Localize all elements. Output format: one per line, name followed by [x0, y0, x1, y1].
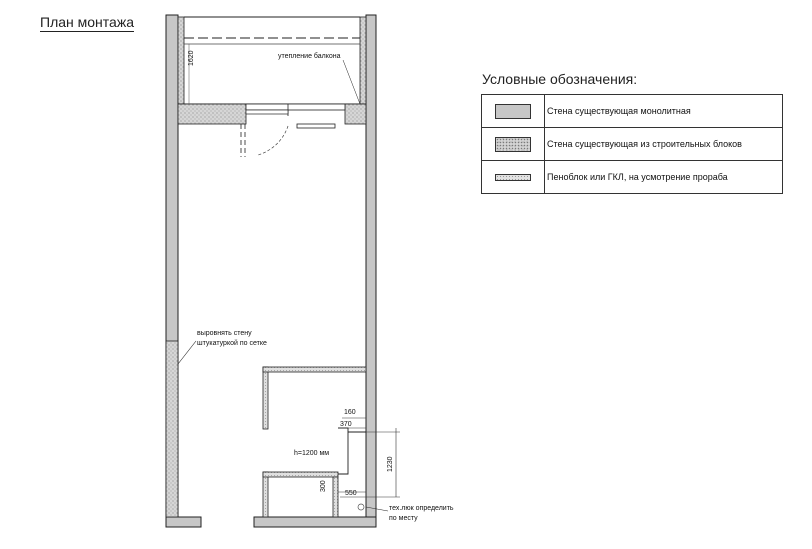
- note-level-wall-line1: выровнять стену: [197, 330, 252, 337]
- partition-upper-vertical: [262, 366, 269, 430]
- dim-550: 550: [345, 490, 357, 497]
- legend-title: Условные обозначения:: [482, 71, 638, 87]
- shaft-box-outline: [338, 427, 349, 475]
- legend-swatch-monolithic: [495, 103, 531, 119]
- partition-upper-horizontal: [262, 366, 367, 373]
- legend-label-blocks: Стена существующая из строительных блоко…: [544, 127, 783, 161]
- partition-lower-vertical: [262, 471, 269, 518]
- dim-160: 160: [344, 409, 356, 416]
- legend-swatch-foam: [495, 174, 531, 182]
- wall-bottom-right-monolithic: [253, 516, 377, 528]
- wall-right-monolithic: [365, 14, 377, 528]
- partition-lower-horizontal: [262, 471, 339, 478]
- legend-row-monolithic: Стена существующая монолитная: [481, 94, 783, 128]
- wall-bottom-left-monolithic: [165, 516, 202, 528]
- wall-balcony-left-block: [177, 16, 185, 105]
- wall-left-plaster-block: [165, 340, 179, 518]
- note-level-wall-line2: штукатуркой по сетке: [197, 339, 267, 347]
- dim-1620: 1620: [188, 50, 195, 66]
- legend-table: Стена существующая монолитная Стена суще…: [481, 94, 783, 194]
- balcony-note-leader: [342, 59, 361, 105]
- hatch-symbol: [357, 503, 365, 511]
- wall-balcony-room-left-block: [177, 103, 247, 125]
- balcony-door-frame: [245, 103, 346, 111]
- balcony-door-sill: [245, 109, 289, 115]
- note-hatch-line2: по месту: [389, 515, 418, 522]
- legend-swatch-blocks: [495, 136, 531, 152]
- door-swing-arc: [257, 125, 289, 156]
- legend-row-blocks: Стена существующая из строительных блоко…: [481, 127, 783, 161]
- height-note: h=1200 мм: [294, 450, 329, 457]
- plaster-leader: [177, 340, 197, 365]
- note-hatch-line1: тех.люк определить: [389, 505, 454, 512]
- page-title: План монтажа: [40, 14, 134, 30]
- dim-300: 300: [320, 480, 327, 492]
- dim-370: 370: [340, 421, 352, 428]
- legend-label-monolithic: Стена существующая монолитная: [544, 94, 783, 128]
- partition-lower-return: [332, 476, 339, 518]
- hatch-note-leader: [365, 506, 389, 512]
- window-sill: [296, 123, 336, 129]
- wall-balcony-right-block: [359, 16, 367, 105]
- note-balcony-insulation: утепление балкона: [278, 52, 341, 60]
- legend-label-foam: Пеноблок или ГКЛ, на усмотрение прораба: [544, 160, 783, 194]
- dim-1230: 1230: [387, 456, 394, 472]
- wall-balcony-room-right-block: [344, 103, 367, 125]
- legend-row-foam: Пеноблок или ГКЛ, на усмотрение прораба: [481, 160, 783, 194]
